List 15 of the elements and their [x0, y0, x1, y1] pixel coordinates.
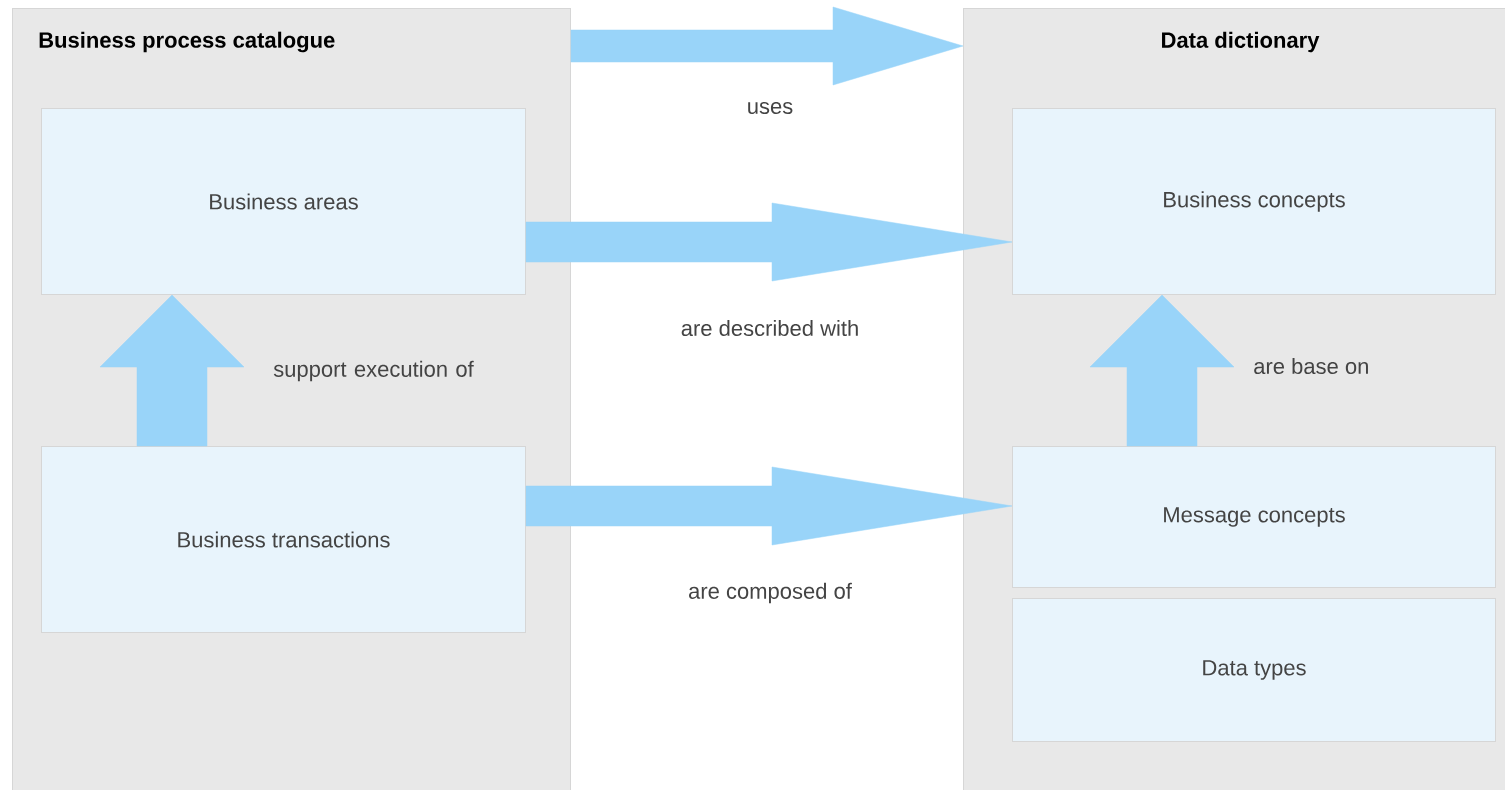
block-arrow: [525, 202, 1013, 282]
block-arrow: [570, 6, 964, 86]
edge-label: support execution of: [273, 360, 474, 382]
concept-box: Message concepts: [1012, 446, 1496, 588]
edge-label: are base on: [1254, 357, 1368, 375]
edge-label: uses: [748, 101, 793, 114]
concept-box: Business areas: [41, 108, 526, 295]
concept-box: Business concepts: [1012, 108, 1496, 295]
edge-label: are composed of: [689, 582, 852, 604]
block-arrow: [99, 294, 245, 447]
block-arrow: [1089, 294, 1235, 447]
concept-box: Business transactions: [41, 446, 526, 633]
concept-box: Data types: [1012, 598, 1496, 742]
edge-label: are described with: [681, 319, 858, 337]
block-arrow: [525, 466, 1013, 546]
